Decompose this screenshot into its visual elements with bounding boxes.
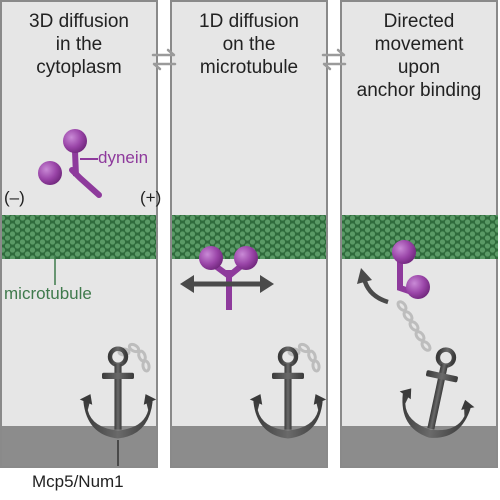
microtubule: [2, 215, 156, 259]
bidirectional-arrow-icon: [180, 275, 274, 293]
dynein-diffusing: [199, 246, 258, 310]
plus-end-label: (+): [140, 188, 162, 207]
panel-title-1d-diffusion: 1D diffusion on the microtubule: [199, 11, 299, 78]
panel-title-directed-movement: Directed movement upon anchor binding: [356, 11, 482, 101]
microtubule: [342, 215, 498, 259]
chain: [287, 342, 321, 373]
minus-end-label: (–): [4, 188, 25, 207]
dynein-free: [38, 129, 102, 198]
exchange-arrows-icon: [321, 48, 347, 71]
dynein-label: dynein: [98, 148, 149, 167]
microtubule-label: microtubule: [4, 284, 92, 303]
anchor-icon: [392, 342, 485, 446]
chain: [396, 300, 432, 352]
chain: [117, 342, 151, 373]
dynein-anchored: [392, 240, 430, 299]
anchor-label: Mcp5/Num1: [32, 472, 124, 491]
exchange-arrows-icon: [151, 48, 177, 71]
panel-title-3d-diffusion: 3D diffusion in the cytoplasm: [29, 11, 129, 78]
curved-arrow-icon: [357, 268, 389, 305]
